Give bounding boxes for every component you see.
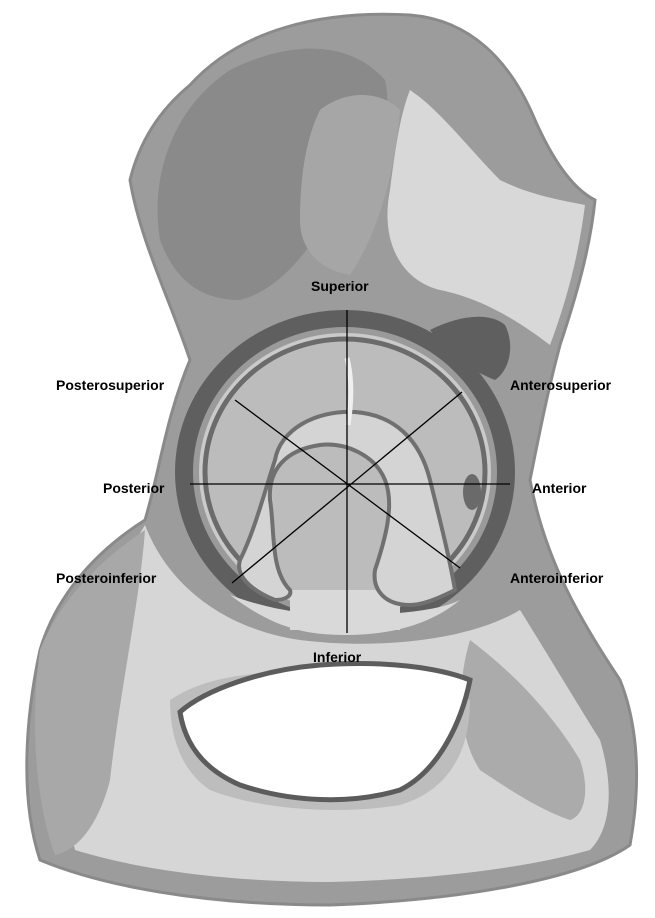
- label-inferior: Inferior: [313, 649, 361, 665]
- label-posterior: Posterior: [103, 480, 164, 496]
- label-superior: Superior: [311, 278, 369, 294]
- anterior-rim-spot: [463, 474, 481, 510]
- label-posteroinferior: Posteroinferior: [56, 570, 156, 586]
- label-anterosuperior: Anterosuperior: [510, 377, 611, 393]
- label-anteroinferior: Anteroinferior: [510, 570, 603, 586]
- label-posterosuperior: Posterosuperior: [56, 377, 164, 393]
- label-anterior: Anterior: [532, 480, 586, 496]
